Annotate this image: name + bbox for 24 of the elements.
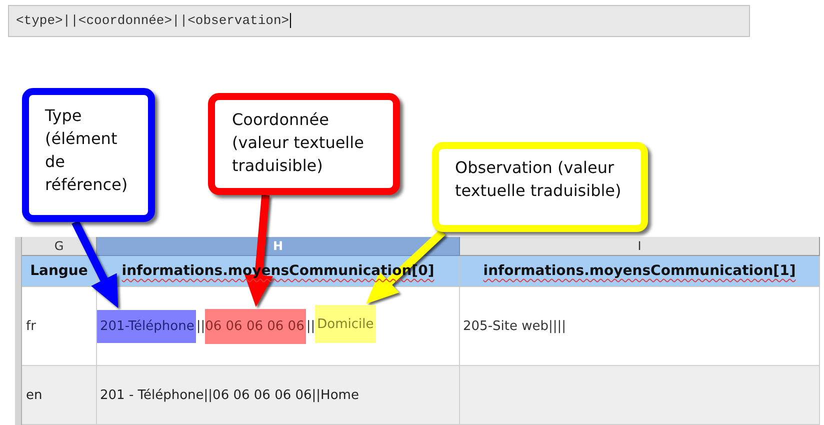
delimiter: ||: [196, 318, 206, 334]
column-letter: I: [638, 239, 642, 253]
cell-text: 205-Site web||||: [463, 318, 566, 334]
callout: [22, 88, 155, 222]
column-letter: H: [272, 239, 284, 253]
column-letter: G: [54, 239, 64, 253]
callout-text: Observation (valeur textuelle traduisible): [455, 157, 622, 202]
highlighted-text: 06 06 06 06 06: [205, 308, 306, 344]
field-name: informations.moyensCommunication[1]: [483, 263, 796, 279]
arrow: [72, 220, 118, 308]
callout-text: Type (élément de référence): [45, 105, 129, 196]
callout-text: Coordonnée (valeur textuelle traduisible): [232, 109, 365, 177]
callout: [432, 142, 648, 232]
arrow: [366, 229, 446, 304]
language-code: fr: [26, 318, 36, 334]
formula-input: <type>||<coordonnée>||<observation>: [8, 5, 750, 37]
field-name: Langue: [30, 263, 88, 279]
callout: [208, 93, 400, 195]
arrow: [244, 194, 273, 307]
language-code: en: [26, 388, 42, 402]
highlighted-text: Domicile: [315, 305, 376, 343]
highlighted-text: 201-Téléphone: [97, 310, 196, 342]
delimiter: ||: [306, 318, 316, 334]
cell-text: 201 - Téléphone||06 06 06 06 06||Home: [100, 388, 359, 402]
